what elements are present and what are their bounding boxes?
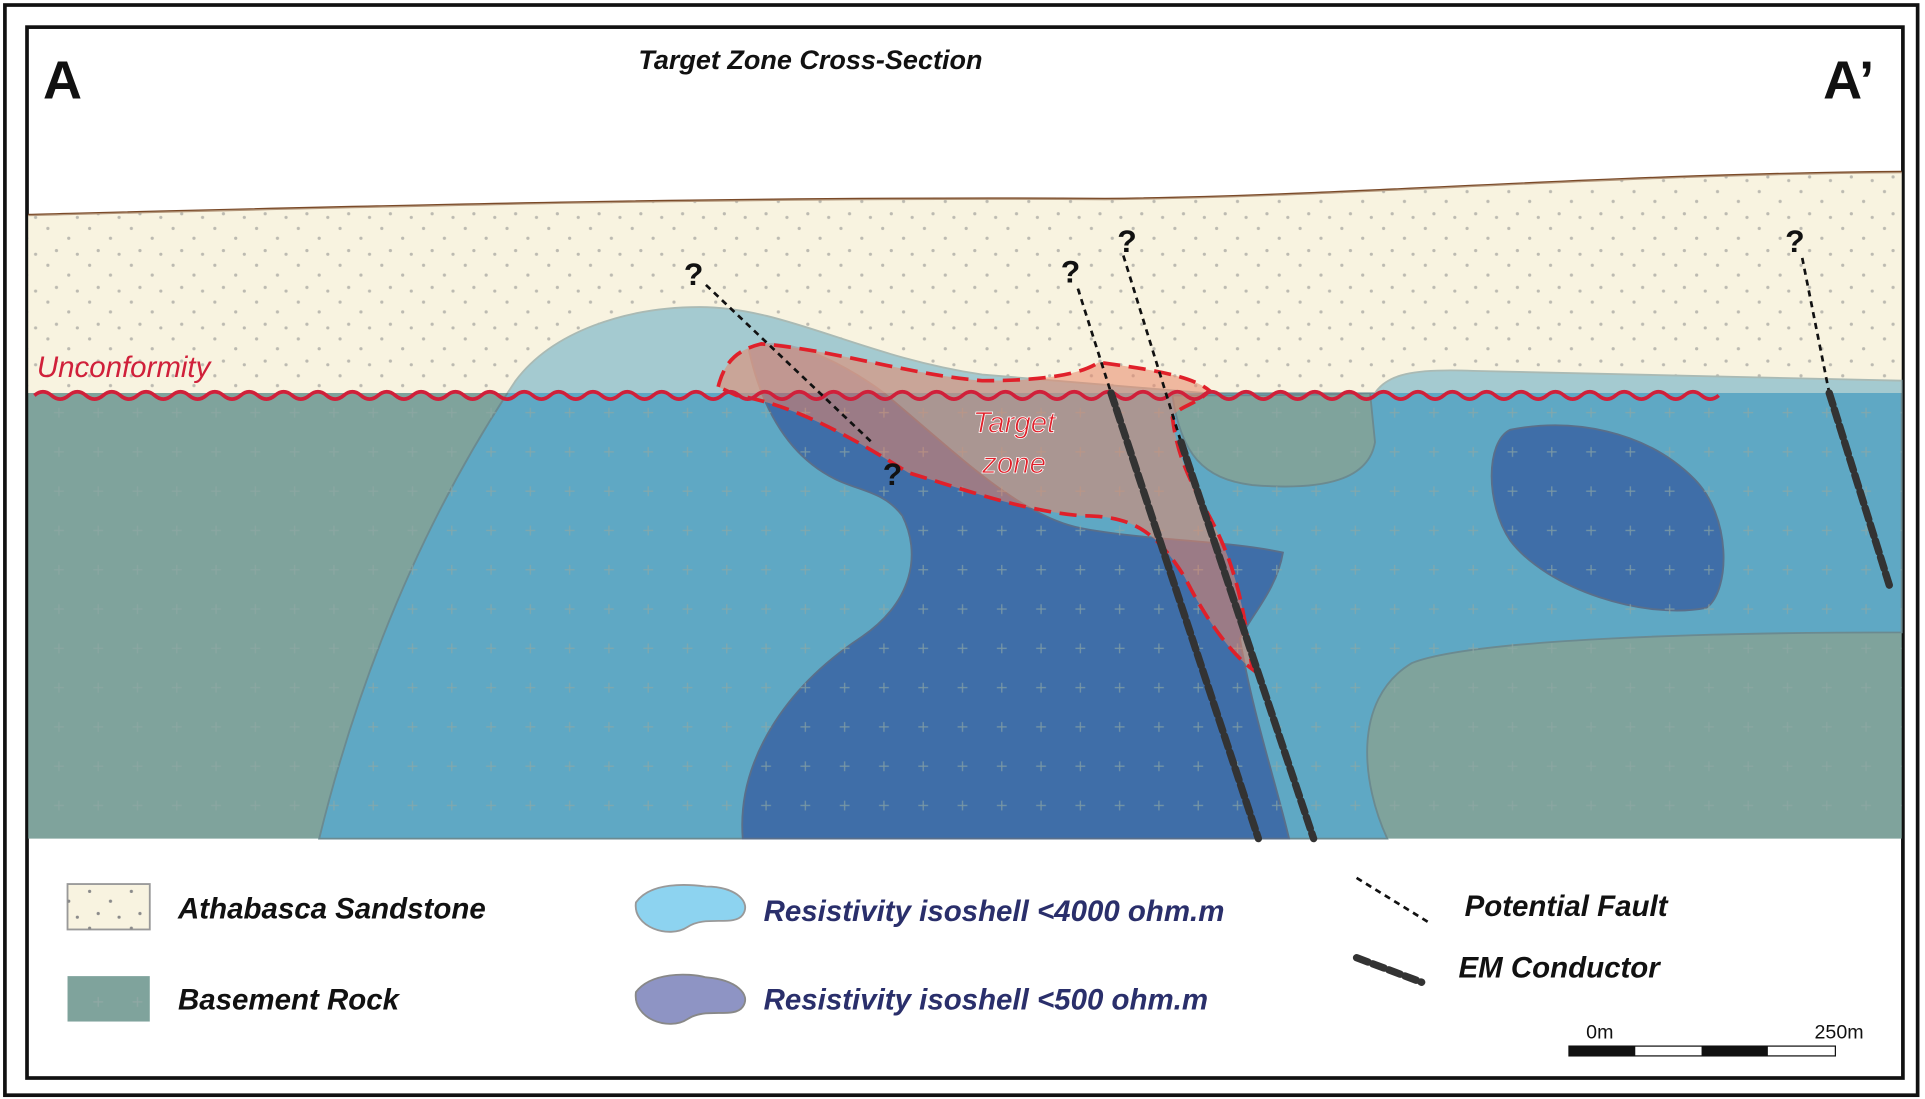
scale-bar: 0m 250m [1568, 1022, 1864, 1057]
fault-line [1800, 257, 1831, 394]
em-conductor-line [1107, 389, 1263, 843]
legend-res500: Resistivity isoshell <500 ohm.m [764, 983, 1208, 1016]
question-mark: ? [1785, 223, 1805, 259]
question-mark: ? [883, 456, 903, 492]
scale-start-label: 0m [1586, 1022, 1613, 1044]
legend: Athabasca Sandstone Basement Rock Resist… [66, 876, 1669, 1025]
target-zone-label: zone [981, 447, 1046, 480]
fault-legend-icon [1355, 876, 1431, 925]
section-end-label: A’ [1823, 50, 1874, 110]
target-zone-label: Target [973, 406, 1057, 439]
diagram-title: Target Zone Cross-Section [638, 45, 982, 75]
scale-end-label: 250m [1815, 1022, 1864, 1044]
legend-res4000: Resistivity isoshell <4000 ohm.m [764, 895, 1225, 928]
conductor-legend-icon [1352, 954, 1426, 986]
legend-conductor: EM Conductor [1458, 951, 1661, 984]
em-conductor-line [1177, 438, 1318, 843]
question-mark: ? [1117, 223, 1137, 259]
em-conductor-line [1825, 389, 1895, 594]
unconformity-label: Unconformity [37, 351, 213, 384]
em-conductors [1107, 389, 1895, 843]
topography-line [28, 170, 1902, 217]
fault-line [704, 283, 876, 446]
legend-fault: Potential Fault [1465, 890, 1669, 923]
res500-swatch-icon [635, 973, 747, 1025]
potential-faults [704, 255, 1831, 446]
question-mark: ? [684, 256, 704, 292]
res4000-swatch-icon [635, 883, 747, 933]
question-mark: ? [1061, 253, 1081, 289]
fault-line [1076, 288, 1113, 394]
legend-sandstone: Athabasca Sandstone [177, 892, 486, 925]
legend-basement: Basement Rock [178, 983, 401, 1016]
section-start-label: A [43, 50, 82, 110]
unconformity-line [33, 389, 1720, 401]
